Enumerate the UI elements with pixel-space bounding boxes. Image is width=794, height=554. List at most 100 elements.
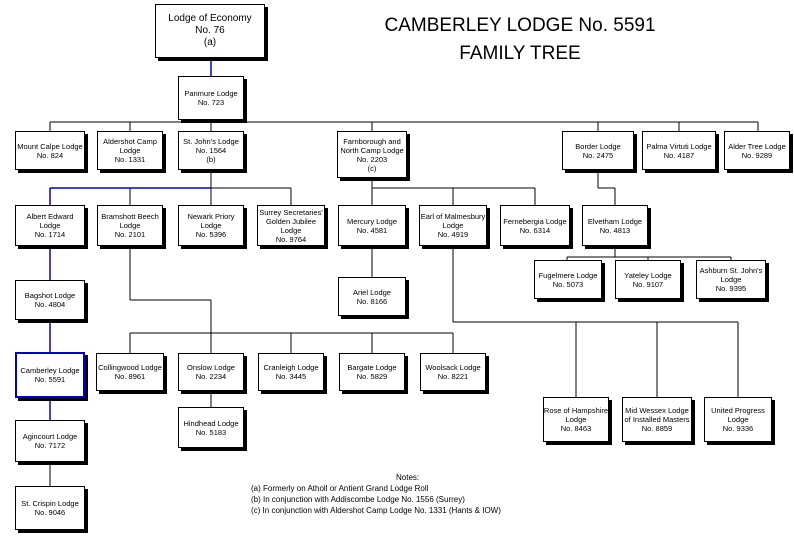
lodge-text-line: No. 5183	[195, 427, 227, 437]
lodge-text-line: No. 8859	[641, 424, 673, 433]
lodge-text-line: No. 824	[36, 150, 64, 160]
lodge-text-line: Cranleigh Lodge	[263, 363, 319, 372]
lodge-text-line: No. 4581	[356, 225, 388, 235]
lodge-text-line: Lodge	[442, 221, 464, 230]
lodge-text-line: No. 9336	[722, 424, 754, 433]
lodge-text-line: No. 8166	[356, 296, 388, 306]
lodge-text-line: No. 6314	[519, 225, 551, 235]
lodge-text-line: Collingwood Lodge	[98, 363, 162, 372]
lodge-text-line: Lodge	[200, 221, 222, 230]
lodge-text-line: Lodge	[720, 275, 742, 284]
lodge-text-line: Camberley Lodge	[20, 366, 80, 375]
lodge-text-line: Lodge	[565, 415, 587, 424]
lodge-text-line: No. 5073	[552, 279, 584, 289]
lodge-text-line: No. 5829	[356, 372, 388, 381]
lodge-text-line: No. 1564	[195, 146, 227, 155]
lodge-text-line: No. 76	[195, 25, 225, 36]
lodge-text-line: Lodge	[280, 225, 302, 235]
lodge-text-line: No. 4919	[437, 230, 469, 239]
lodge-text-line: No. 4187	[663, 150, 695, 160]
lodge-text-line: No. 9107	[632, 279, 664, 289]
lodge-text-line: No. 2101	[114, 230, 146, 239]
note-b: (b) In conjunction with Addiscombe Lodge…	[251, 495, 465, 504]
note-a: (a) Formerly on Atholl or Antient Grand …	[251, 484, 429, 493]
lodge-text-line: Yateley Lodge	[624, 270, 672, 280]
lodge-text-line: No. 3445	[275, 372, 307, 381]
lodge-text-line: Golden Jubilee	[265, 216, 317, 226]
lodge-text-line: Bagshot Lodge	[24, 291, 76, 300]
title-line-2: FAMILY TREE	[459, 43, 581, 64]
lodge-text-line: Bargate Lodge	[347, 363, 397, 372]
lodge-text-line: of Installed Masters	[624, 415, 690, 424]
lodge-text-line: No. 7172	[34, 441, 66, 450]
lodge-text-line: Palma Virtuti Lodge	[646, 141, 712, 151]
lodge-text-line: Mount Calpe Lodge	[17, 141, 83, 151]
lodge-text-line: Ashburn St. John's	[699, 266, 763, 275]
lodge-text-line: Lodge	[119, 146, 141, 155]
lodge-text-line: No. 9289	[741, 150, 773, 160]
lodge-text-line: Earl of Malmesbury	[420, 212, 486, 221]
lodge-text-line: Fugelmere Lodge	[538, 270, 598, 280]
lodge-text-line: Farnborough and	[343, 136, 401, 146]
lodge-text-line: Agincourt Lodge	[22, 432, 78, 441]
lodge-text-line: Ariel Lodge	[353, 287, 391, 297]
lodge-text-line: Rose of Hampshire	[543, 406, 609, 415]
lodge-text-line: (c)	[367, 163, 377, 173]
note-c: (c) In conjunction with Aldershot Camp L…	[251, 506, 501, 515]
lodge-text-line: Mercury Lodge	[346, 216, 398, 226]
lodge-text-line: No. 2203	[356, 154, 388, 164]
lodge-text-line: St. John's Lodge	[183, 137, 239, 146]
lodge-text-line: Lodge	[727, 415, 749, 424]
lodge-text-line: Elvetham Lodge	[587, 216, 643, 226]
lodge-text-line: No. 5396	[195, 230, 227, 239]
lodge-text-line: Fernebergia Lodge	[503, 216, 567, 226]
lodge-text-line: United Progress	[711, 406, 765, 415]
lodge-text-line: No. 723	[197, 98, 225, 107]
camberley-lineage-lines	[49, 58, 212, 420]
lodge-text-line: (b)	[206, 155, 216, 164]
lodge-text-line: No. 9046	[34, 508, 66, 517]
lodge-text-line: St. Crispin Lodge	[21, 499, 79, 508]
lodge-text-line: No. 2234	[195, 372, 227, 381]
connector-lines	[49, 121, 759, 407]
lodge-text-line: Surrey Secretaries'	[259, 207, 323, 217]
lodge-text-line: Mid Wessex Lodge	[625, 406, 689, 415]
lodge-text-line: Woolsack Lodge	[425, 363, 481, 372]
lodge-text-line: Newark Priory	[187, 212, 235, 221]
lodge-text-line: No. 4813	[599, 225, 631, 235]
lodge-text-line: Bramshott Beech	[101, 212, 159, 221]
lodge-text-line: Border Lodge	[575, 141, 621, 151]
lodge-text-line: North Camp Lodge	[340, 145, 404, 155]
lodge-text-line: No. 8221	[437, 372, 469, 381]
lodge-text-line: No. 9395	[715, 284, 747, 293]
lodge-text-line: Aldershot Camp	[103, 137, 157, 146]
